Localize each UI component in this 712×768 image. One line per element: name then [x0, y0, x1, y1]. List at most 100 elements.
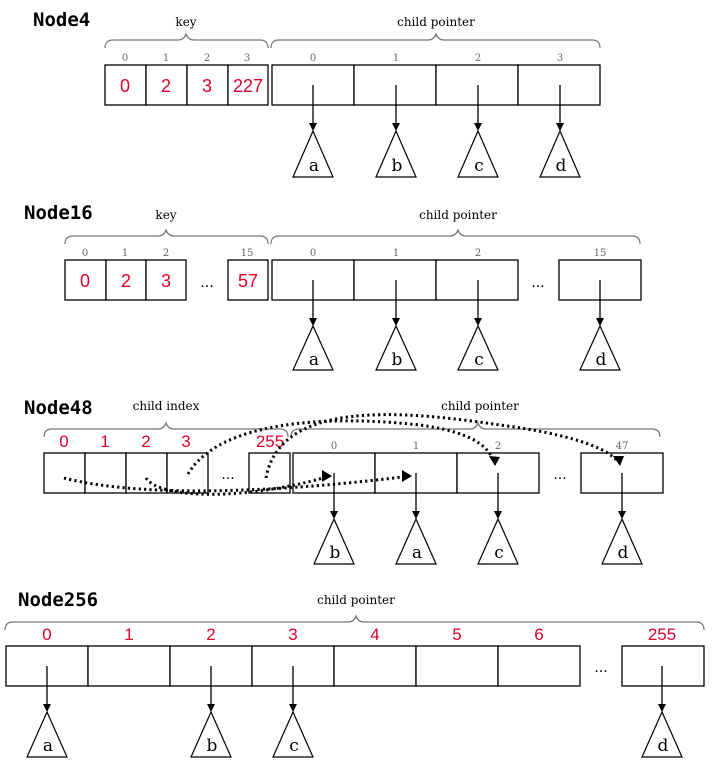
node48-title: Node48	[24, 397, 93, 419]
node48-mapping-3-to-slot2	[186, 419, 496, 475]
node256-leaf-label: a	[43, 736, 53, 756]
node48-index-brace	[43, 421, 289, 438]
node48-index-value: 255	[256, 432, 284, 451]
node4-child-triangle	[375, 129, 417, 178]
node4-child-index: 0	[310, 53, 316, 64]
node4-child-cell	[353, 64, 437, 106]
node4-key-index: 1	[163, 53, 169, 64]
node16-key-value: 2	[121, 271, 131, 291]
node48-child-ellipsis: ...	[553, 467, 566, 483]
node16-key-index: 2	[163, 248, 169, 259]
node256-child-cell	[333, 645, 417, 687]
node4-key-value: 227	[233, 76, 263, 96]
node48-index-value: 2	[141, 432, 150, 451]
node48-index-value: 0	[59, 432, 68, 451]
node256-child-triangle	[272, 710, 314, 758]
node256-child-cell	[415, 645, 499, 687]
node4-key-cell	[227, 64, 269, 106]
node16-child-triangle	[457, 324, 499, 371]
node48-leaf-label: b	[330, 543, 341, 563]
node256-child-triangle	[190, 710, 232, 758]
node4-child-index: 1	[393, 53, 399, 64]
node4-key-value: 2	[161, 76, 171, 96]
node16-child-cell	[435, 259, 519, 301]
node16-child-triangle	[375, 324, 417, 371]
node16-leaf-label: d	[596, 350, 607, 370]
node4-key-cell	[104, 64, 147, 106]
node48-child-triangle	[313, 517, 355, 565]
node48-leaf-label: d	[618, 543, 629, 563]
node16-child-brace	[270, 228, 641, 245]
node16-child-index: 15	[594, 248, 607, 259]
node16-child-index: 0	[310, 248, 316, 259]
node4-section: Node4 key child pointer 0 1 2 3 0 2 3 22…	[33, 9, 601, 178]
node16-key-index: 1	[122, 248, 128, 259]
node256-section: Node256 child pointer 0 1 2 3 4 5 6 255 …	[4, 589, 705, 758]
node48-mapping-255-to-slot47	[264, 413, 620, 479]
node16-child-triangle	[292, 324, 334, 371]
node48-child-triangle	[601, 517, 643, 565]
node16-key-value: 3	[161, 271, 171, 291]
node48-mapping-arrowhead	[613, 456, 624, 466]
node48-mapping-arrowhead	[489, 456, 500, 466]
node4-key-index: 3	[244, 53, 250, 64]
node16-key-cell	[227, 259, 269, 301]
node4-key-brace	[104, 32, 269, 49]
node48-mapping-arrowhead	[322, 470, 332, 482]
node16-section: Node16 key child pointer 0 1 2 15 0 2 3 …	[24, 202, 642, 371]
node48-child-index: 2	[495, 441, 501, 452]
node4-child-label: child pointer	[397, 15, 475, 29]
node48-index-cell	[84, 452, 127, 494]
node256-index-value: 6	[534, 625, 543, 644]
node16-leaf-label: a	[309, 350, 319, 370]
node256-child-cell	[497, 645, 581, 687]
node4-leaf-label: d	[556, 156, 567, 176]
node16-child-label: child pointer	[419, 208, 497, 222]
node48-index-ellipsis: ...	[221, 467, 234, 483]
node48-child-brace	[290, 421, 661, 438]
node256-leaf-label: c	[289, 736, 299, 756]
node16-key-value: 0	[80, 271, 90, 291]
node48-child-index: 47	[616, 441, 629, 452]
node4-leaf-label: c	[474, 156, 484, 176]
node256-index-value: 3	[288, 625, 297, 644]
node256-leaf-label: b	[207, 736, 218, 756]
node256-child-ellipsis: ...	[594, 660, 607, 676]
node4-child-index: 2	[475, 53, 481, 64]
node16-key-brace	[64, 228, 269, 245]
node48-section: Node48 child index child pointer 0 1 2 3…	[24, 397, 664, 565]
node256-index-value: 2	[206, 625, 215, 644]
node256-child-label: child pointer	[317, 593, 395, 607]
node16-key-cell	[64, 259, 107, 301]
node256-child-cell	[621, 645, 705, 687]
node48-mapping-arrowhead	[402, 470, 412, 482]
node16-leaf-label: b	[392, 350, 403, 370]
node256-title: Node256	[18, 589, 98, 611]
node48-child-index: 0	[331, 441, 337, 452]
node256-leaf-label: d	[658, 736, 669, 756]
node4-key-value: 0	[120, 76, 130, 96]
node48-mapping-0-to-slot1	[63, 474, 411, 493]
node16-child-ellipsis: ...	[531, 275, 544, 291]
node48-child-index: 1	[413, 441, 419, 452]
node48-index-value: 1	[100, 432, 109, 451]
node4-child-triangle	[292, 129, 334, 178]
node16-child-index: 1	[393, 248, 399, 259]
node4-child-cell	[435, 64, 519, 106]
node16-title: Node16	[24, 202, 93, 224]
node4-child-triangle	[539, 129, 581, 178]
node256-index-value: 0	[42, 625, 51, 644]
node16-key-index: 0	[82, 248, 88, 259]
node4-leaf-label: a	[309, 156, 319, 176]
node16-key-cell	[105, 259, 147, 301]
node16-key-value: 57	[238, 271, 258, 291]
node4-key-index: 2	[204, 53, 210, 64]
node16-child-index: 2	[475, 248, 481, 259]
node16-child-triangle	[579, 324, 621, 371]
node4-child-brace	[270, 32, 601, 49]
node4-key-cell	[186, 64, 229, 106]
node256-index-value: 255	[648, 625, 676, 644]
node4-key-index: 0	[122, 53, 128, 64]
node256-index-value: 4	[370, 625, 379, 644]
